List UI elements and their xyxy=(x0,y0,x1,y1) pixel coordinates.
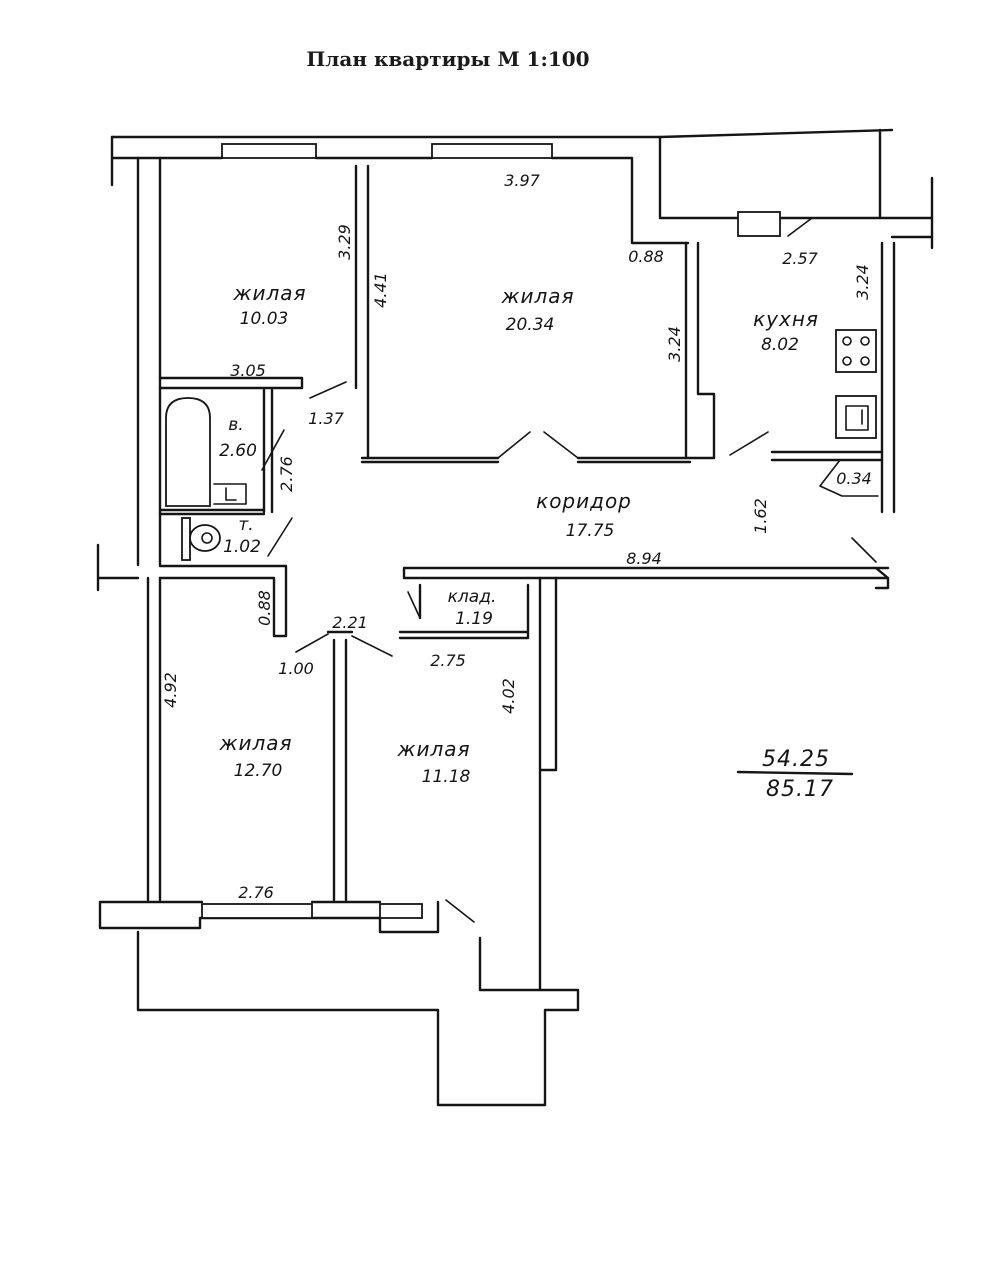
wall-storage xyxy=(398,583,530,640)
door-bath xyxy=(261,429,285,471)
dim-492: 4.92 xyxy=(161,672,180,708)
fixtures xyxy=(165,329,877,561)
dim-329: 3.29 xyxy=(335,224,354,260)
balcony-outline xyxy=(136,930,580,1107)
door-living2 xyxy=(497,431,579,459)
wall-living3-living4 xyxy=(326,630,354,902)
interior-walls xyxy=(158,164,890,902)
bath-sink-icon xyxy=(213,483,247,505)
dim-100: 1.00 xyxy=(278,659,314,678)
dim-324a: 3.24 xyxy=(853,264,872,300)
bathtub-icon xyxy=(165,397,211,507)
dim-137: 1.37 xyxy=(308,409,344,428)
living3-area: 12.70 xyxy=(234,761,283,781)
window-living3 xyxy=(201,903,313,919)
top-outer-wall xyxy=(110,135,934,245)
bath-area: 2.60 xyxy=(219,441,257,461)
kitchen-label: кухня xyxy=(753,307,819,331)
summary-fraction-line xyxy=(736,770,854,776)
toilet-label: т. xyxy=(238,515,253,535)
total-area: 85.17 xyxy=(766,777,834,802)
door-kitchen-window xyxy=(787,217,813,237)
window-living2 xyxy=(431,143,553,159)
dim-276b: 2.76 xyxy=(238,883,274,902)
door-storage xyxy=(407,591,421,619)
wall-kitchen-bottom xyxy=(770,450,884,462)
living3-label: жилая xyxy=(218,731,292,755)
doors xyxy=(261,217,879,923)
living4-area: 11.18 xyxy=(422,767,471,787)
windows xyxy=(201,143,781,919)
kitchen-sink-basin xyxy=(845,405,869,431)
wall-toilet-bottom xyxy=(158,564,288,638)
corridor-label: коридор xyxy=(536,489,632,513)
dimension-labels: 3.97 0.88 2.57 3.24 3.29 4.41 3.24 3.05 … xyxy=(161,171,872,902)
living1-area: 10.03 xyxy=(240,309,289,329)
dim-305: 3.05 xyxy=(230,361,266,380)
toilet-tank-icon xyxy=(181,517,191,561)
toilet-area: 1.02 xyxy=(223,537,261,557)
door-balcony xyxy=(445,899,475,923)
kitchen-area: 8.02 xyxy=(761,335,799,355)
kitchen-sink-icon xyxy=(835,395,877,439)
plan-title: План квартиры М 1:100 xyxy=(306,47,589,71)
door-entrance xyxy=(851,537,877,563)
wall-living1-living2 xyxy=(354,164,370,460)
living-area-total: 54.25 xyxy=(762,747,830,772)
door-living4 xyxy=(351,635,393,657)
wall-bath-toilet xyxy=(158,508,266,516)
door-kitchen xyxy=(729,431,769,456)
dim-088a: 0.88 xyxy=(628,247,664,266)
wall-living2-bottom xyxy=(360,456,716,464)
dim-276a: 2.76 xyxy=(277,456,296,492)
room-labels: жилая 10.03 жилая 20.34 кухня 8.02 в. 2.… xyxy=(218,281,819,787)
stove-icon xyxy=(835,329,877,373)
wall-corridor-bottom xyxy=(402,566,890,590)
dim-402: 4.02 xyxy=(499,678,518,714)
door-living1 xyxy=(309,381,347,399)
area-summary: 54.25 85.17 xyxy=(736,747,854,802)
stove-burner-4 xyxy=(860,356,870,366)
stove-burner-3 xyxy=(842,356,852,366)
left-outer-wall xyxy=(96,135,162,902)
right-outer-wall xyxy=(880,241,896,514)
living2-label: жилая xyxy=(500,284,574,308)
living2-area: 20.34 xyxy=(506,315,555,335)
cabinet-034 xyxy=(819,459,879,497)
top-right-wall xyxy=(658,128,934,250)
stove-burner-2 xyxy=(860,336,870,346)
wall-living1-bottom xyxy=(158,376,304,390)
bath-label: в. xyxy=(228,415,243,435)
dim-324b: 3.24 xyxy=(665,326,684,362)
door-toilet xyxy=(267,517,293,557)
stove-burner-1 xyxy=(842,336,852,346)
wall-bath-right xyxy=(262,388,274,514)
dim-162: 1.62 xyxy=(751,498,770,534)
storage-area: 1.19 xyxy=(455,609,493,629)
dim-441: 4.41 xyxy=(371,272,390,308)
dim-221: 2.21 xyxy=(332,613,368,632)
living1-label: жилая xyxy=(232,281,306,305)
dim-257: 2.57 xyxy=(782,249,818,268)
storage-label: клад. xyxy=(448,587,497,607)
window-living4 xyxy=(379,903,423,919)
dim-088b: 0.88 xyxy=(255,590,274,626)
window-kitchen xyxy=(737,211,781,237)
dim-275: 2.75 xyxy=(430,651,466,670)
dim-894: 8.94 xyxy=(626,549,662,568)
window-living1 xyxy=(221,143,317,159)
wall-living2-kitchen xyxy=(684,241,716,460)
living4-label: жилая xyxy=(396,737,470,761)
dim-397: 3.97 xyxy=(504,171,540,190)
right-lower-wall xyxy=(538,576,558,992)
corridor-area: 17.75 xyxy=(566,521,615,541)
outer-walls xyxy=(96,128,934,1107)
dim-034: 0.34 xyxy=(836,469,872,488)
toilet-bowl-icon xyxy=(189,524,221,552)
toilet-hole-icon xyxy=(201,532,213,544)
door-living3 xyxy=(295,633,329,653)
